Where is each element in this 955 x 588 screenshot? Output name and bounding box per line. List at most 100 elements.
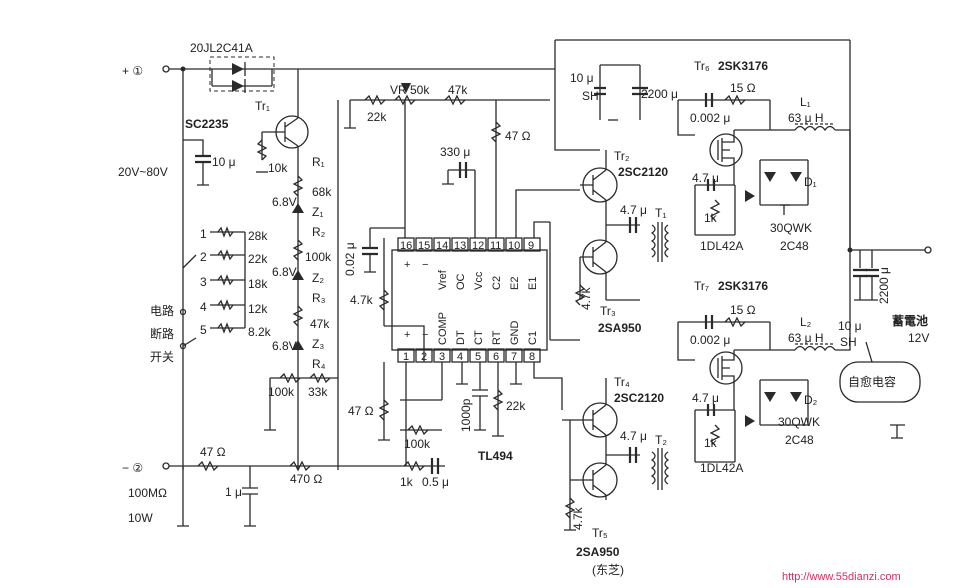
wire (835, 250, 851, 351)
ic-func-14: Vref (437, 269, 449, 290)
tr7-part-label: 2SK3176 (718, 279, 768, 293)
ic-func-8: C1 (527, 331, 539, 345)
tr2-name-label: Tr₂ (614, 149, 630, 163)
ic-bottom-pin: 5 (475, 351, 481, 363)
ic-func-6: RT (491, 330, 503, 345)
r-1k-a-label: 1k (704, 211, 718, 225)
wire (562, 378, 607, 455)
wire (677, 321, 770, 361)
r-470ohm-label: 470 Ω (290, 472, 322, 486)
wire (733, 349, 770, 410)
ic-func-15: − (422, 259, 428, 271)
ground-icon (890, 424, 905, 439)
sh-out-label: SH (840, 335, 857, 349)
switch-pos-1: 1 (200, 227, 207, 241)
sh-top-label: SH (582, 89, 599, 103)
r3-name-label: R₃ (312, 291, 326, 305)
t2-label: T₂ (655, 433, 667, 447)
ic-pin-box (523, 237, 541, 252)
r-100k-fb-label: 100k (404, 437, 431, 451)
z2-label: Z₂ (312, 271, 324, 285)
r1-value-label: 68k (312, 185, 332, 199)
r-22k-sel-label: 22k (248, 252, 268, 266)
r-22k-vr-label: 22k (367, 110, 387, 124)
diode-1dl42a-2-label: 1DL42A (700, 461, 743, 475)
ic-bottom-pins: 1 2 3 4 5 6 7 8 (397, 348, 541, 363)
tr5-name-label: Tr₅ (592, 526, 608, 540)
cap-0002u-2-label: 0.002 μ (690, 333, 730, 347)
tr2-part-label: 2SC2120 (618, 165, 668, 179)
diode-icon (232, 80, 244, 92)
ground-icon (442, 170, 454, 185)
r2-name-label: R₂ (312, 225, 326, 239)
wire (182, 337, 197, 347)
ground-icon (344, 100, 356, 129)
wire (533, 362, 563, 410)
ic-func-12: Vcc (473, 271, 485, 290)
resistor-22k-rt-symbol (492, 389, 504, 411)
ic-pin-box (415, 237, 433, 252)
cap-47u-b-label: 4.7 μ (692, 171, 719, 185)
r-47ohm-top-label: 47 Ω (505, 129, 531, 143)
ic-func-11: C2 (491, 276, 503, 290)
cap-05u-label: 0.5 μ (422, 475, 449, 489)
ic-bottom-pin: 8 (529, 351, 535, 363)
transformer-t1-primary (650, 224, 656, 258)
ground-icon (378, 362, 390, 441)
wire (769, 322, 795, 351)
callout-pointer (865, 341, 873, 363)
ground-icon (264, 378, 276, 431)
ic-func-1: + (404, 329, 410, 341)
transformer-t1-secondary (664, 224, 670, 258)
switch-label-line1: 电路 (150, 303, 174, 318)
transformer-t2-core (657, 448, 663, 490)
d2-part-b-label: 2C48 (785, 433, 814, 447)
ic-top-pin: 10 (508, 240, 520, 252)
wire (570, 455, 607, 500)
switch-contact (179, 308, 187, 316)
tr6-part-label: 2SK3176 (718, 59, 768, 73)
resistor-47ohm-b-symbol (378, 399, 390, 421)
resistor-47k-mid-symbol (378, 289, 390, 311)
diode-d2b-icon (790, 392, 802, 402)
wire (210, 231, 246, 329)
wire (759, 159, 809, 215)
wire (211, 68, 273, 87)
ground-icon (854, 276, 878, 301)
tr6-name-label: Tr₆ (694, 59, 710, 73)
wire (369, 227, 405, 248)
capacitor-002u-symbol (362, 246, 378, 256)
capacitor-1u-symbol (242, 466, 258, 527)
resistor-15ohm-2-symbol (724, 316, 746, 328)
ic-bottom-pin: 6 (493, 351, 499, 363)
ic-bottom-pin: 1 (403, 351, 409, 363)
voltage-range-label: 20V~80V (118, 165, 168, 179)
ic-bottom-pin: 3 (439, 351, 445, 363)
wire (554, 100, 600, 151)
r-1k-fb-label: 1k (400, 475, 414, 489)
ic-top-pin: 9 (528, 240, 534, 252)
zener-z2-icon (292, 270, 304, 280)
diode-1dl42a-2-icon (745, 415, 755, 427)
capacitor-47u-d-symbol (706, 404, 716, 416)
resistor-47k-tr3-symbol (574, 284, 586, 306)
diode-icon (232, 63, 244, 75)
r-1k-b-label: 1k (704, 436, 718, 450)
zener-z1-icon (292, 203, 304, 213)
wire (383, 238, 425, 362)
wire (515, 189, 580, 238)
output-section: 2200 μ 10 μ SH 蓄電池 12V 自愈电容 (838, 246, 932, 439)
ic-top-pin: 14 (436, 240, 448, 252)
wire (183, 139, 204, 155)
capacitor-05u-symbol (430, 458, 440, 474)
ground-icon (177, 466, 189, 527)
r-10w-label: 10W (128, 511, 153, 525)
wire (733, 129, 770, 185)
switch-contact (179, 342, 187, 350)
wire (580, 225, 607, 300)
r-100mohm-label: 100MΩ (128, 486, 167, 500)
ic-func-13: OC (455, 273, 467, 290)
r3-value-label: 47k (310, 317, 330, 331)
resistor-47k-top-symbol (444, 94, 466, 106)
d1-part-label: 30QWK (770, 221, 812, 235)
